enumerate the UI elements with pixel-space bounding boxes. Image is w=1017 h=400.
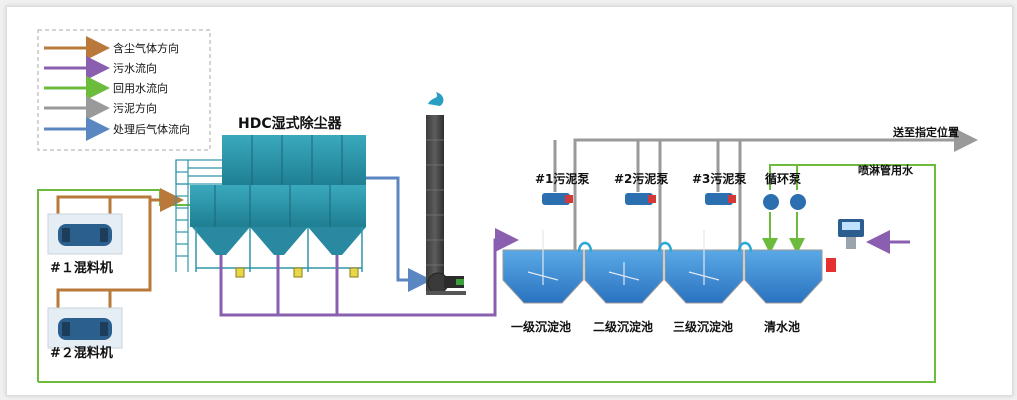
scrubber-upper <box>222 135 366 185</box>
legend-label: 回用水流向 <box>113 81 168 95</box>
mixer-1[interactable]: #１混料机 <box>47 213 123 276</box>
mixer-2[interactable]: #２混料机 <box>47 307 123 361</box>
legend-item: 污泥方向 <box>44 96 157 120</box>
tank-3-label: 三级沉淀池 <box>673 319 733 334</box>
stack-bands <box>426 139 444 266</box>
legend-item: 污水流向 <box>44 56 157 80</box>
scrubber-ladder <box>175 159 225 272</box>
legend-label: 污水流向 <box>113 61 157 75</box>
pump-icon <box>625 193 656 205</box>
fan-icon[interactable] <box>426 272 466 295</box>
pump-3-label: #3污泥泵 <box>692 171 746 186</box>
sludge-pump-2[interactable]: #2污泥泵 <box>614 171 668 205</box>
exhaust-stack <box>426 92 466 295</box>
sludge-lines <box>553 128 978 252</box>
mixer-ring <box>62 322 70 336</box>
mixer-1-label: #１混料机 <box>50 260 113 276</box>
scrubber-hopper <box>192 227 250 255</box>
circulation-pump[interactable]: 循环泵 <box>763 171 806 210</box>
mixer-ring <box>62 228 70 242</box>
smoke-icon <box>428 92 444 106</box>
sedimentation-tanks: 一级沉淀池 二级沉淀池 三级沉淀池 清水池 <box>502 230 823 334</box>
scrubber-seams <box>214 185 331 227</box>
tank-4[interactable] <box>744 249 823 304</box>
scrubber-body <box>190 185 366 227</box>
tank-2-label: 二级沉淀池 <box>593 319 653 334</box>
mixer-ring <box>100 322 108 336</box>
legend-label: 含尘气体方向 <box>113 41 179 55</box>
valve-icon <box>235 267 359 278</box>
legend: 含尘气体方向 污水流向 回用水流向 污泥方向 处理后气体流向 <box>37 29 211 151</box>
legend-label: 处理后气体流向 <box>113 122 190 136</box>
overflow-pipes <box>577 241 753 253</box>
send-to-label: 送至指定位置 <box>892 125 959 139</box>
stack-body <box>426 115 444 293</box>
tank-4-label: 清水池 <box>764 319 800 334</box>
sewage-line <box>219 228 519 317</box>
pump-icon <box>542 193 573 205</box>
legend-item: 含尘气体方向 <box>44 36 179 60</box>
mixer-ring <box>100 228 108 242</box>
reuse-water-line <box>38 164 936 383</box>
legend-item: 处理后气体流向 <box>44 117 190 141</box>
sludge-pump-3[interactable]: #3污泥泵 <box>692 171 746 205</box>
tank-agitators <box>527 230 720 285</box>
scrubber-hopper <box>308 227 366 255</box>
sludge-line <box>573 128 978 252</box>
scrubber-seams <box>251 135 343 185</box>
mixer-drum <box>58 224 112 246</box>
circ-pump-label: 循环泵 <box>765 171 801 186</box>
scrubber-title: HDC湿式除尘器 <box>238 115 343 132</box>
pump-2-label: #2污泥泵 <box>614 171 668 186</box>
flow-meter-icon[interactable] <box>826 219 864 272</box>
reuse-water-line <box>37 189 160 382</box>
tank-1-label: 一级沉淀池 <box>511 319 571 334</box>
mixer-drum <box>58 318 112 340</box>
sewage-lines <box>219 228 910 317</box>
pump-1-label: #1污泥泵 <box>535 171 589 186</box>
legend-item: 回用水流向 <box>44 76 168 100</box>
spray-water-label: 喷淋管用水 <box>858 163 914 177</box>
dust-gas-line <box>56 188 184 222</box>
pump-icon <box>705 193 736 205</box>
scrubber-hopper <box>250 227 308 255</box>
treated-gas-line <box>366 176 432 292</box>
dust-gas-line <box>56 200 152 318</box>
mixer-2-label: #２混料机 <box>50 345 113 361</box>
sludge-pump-1[interactable]: #1污泥泵 <box>535 171 589 205</box>
legend-label: 污泥方向 <box>113 101 157 115</box>
hdc-wet-scrubber[interactable]: HDC湿式除尘器 <box>175 115 366 278</box>
pump-icon <box>763 194 806 210</box>
